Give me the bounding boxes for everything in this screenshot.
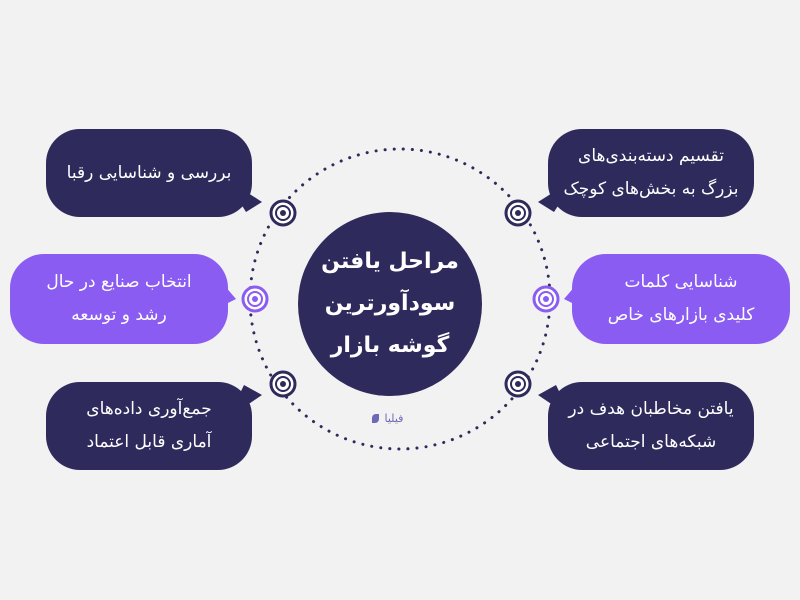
step-social-audience: یافتن مخاطبان هدف در شبکه‌های اجتماعی bbox=[548, 382, 754, 470]
step-text-line: بررسی و شناسایی رقبا bbox=[66, 162, 232, 183]
node-bottom-left bbox=[269, 370, 297, 398]
step-competitor-analysis: بررسی و شناسایی رقبا bbox=[46, 129, 252, 217]
title-line-3: گوشه بازار bbox=[330, 333, 450, 358]
step-growing-industries: انتخاب صنایع در حال رشد و توسعه bbox=[10, 254, 228, 344]
brand-leaf-icon bbox=[372, 414, 379, 423]
step-keyword-research: شناسایی کلمات کلیدی بازارهای خاص bbox=[572, 254, 790, 344]
node-top-right bbox=[504, 199, 532, 227]
step-text-line: بزرگ به بخش‌های کوچک bbox=[563, 179, 739, 199]
node-top-left bbox=[269, 199, 297, 227]
step-text-line: تقسیم دسته‌بندی‌های bbox=[578, 146, 724, 166]
step-category-split: تقسیم دسته‌بندی‌های بزرگ به بخش‌های کوچک bbox=[548, 129, 754, 217]
node-mid-left bbox=[241, 285, 269, 313]
brand-logo: فیلیا bbox=[372, 412, 403, 425]
step-text-line: انتخاب صنایع در حال bbox=[46, 272, 192, 292]
step-text-line: جمع‌آوری داده‌های bbox=[86, 399, 212, 419]
node-bottom-right bbox=[504, 370, 532, 398]
step-text-line: کلیدی بازارهای خاص bbox=[607, 305, 755, 325]
step-text-line: شبکه‌های اجتماعی bbox=[585, 432, 717, 452]
diagram-title: مراحل یافتن سودآورترین گوشه بازار bbox=[298, 212, 482, 396]
step-text-line: رشد و توسعه bbox=[71, 305, 167, 325]
node-mid-right bbox=[532, 285, 560, 313]
title-line-1: مراحل یافتن bbox=[321, 249, 459, 274]
step-text-line: یافتن مخاطبان هدف در bbox=[568, 399, 734, 419]
step-text-line: شناسایی کلمات bbox=[624, 272, 738, 292]
brand-text: فیلیا bbox=[384, 412, 404, 425]
step-statistical-data: جمع‌آوری داده‌های آماری قابل اعتماد bbox=[46, 382, 252, 470]
title-line-2: سودآورترین bbox=[324, 291, 456, 316]
step-text-line: آماری قابل اعتماد bbox=[86, 432, 212, 452]
